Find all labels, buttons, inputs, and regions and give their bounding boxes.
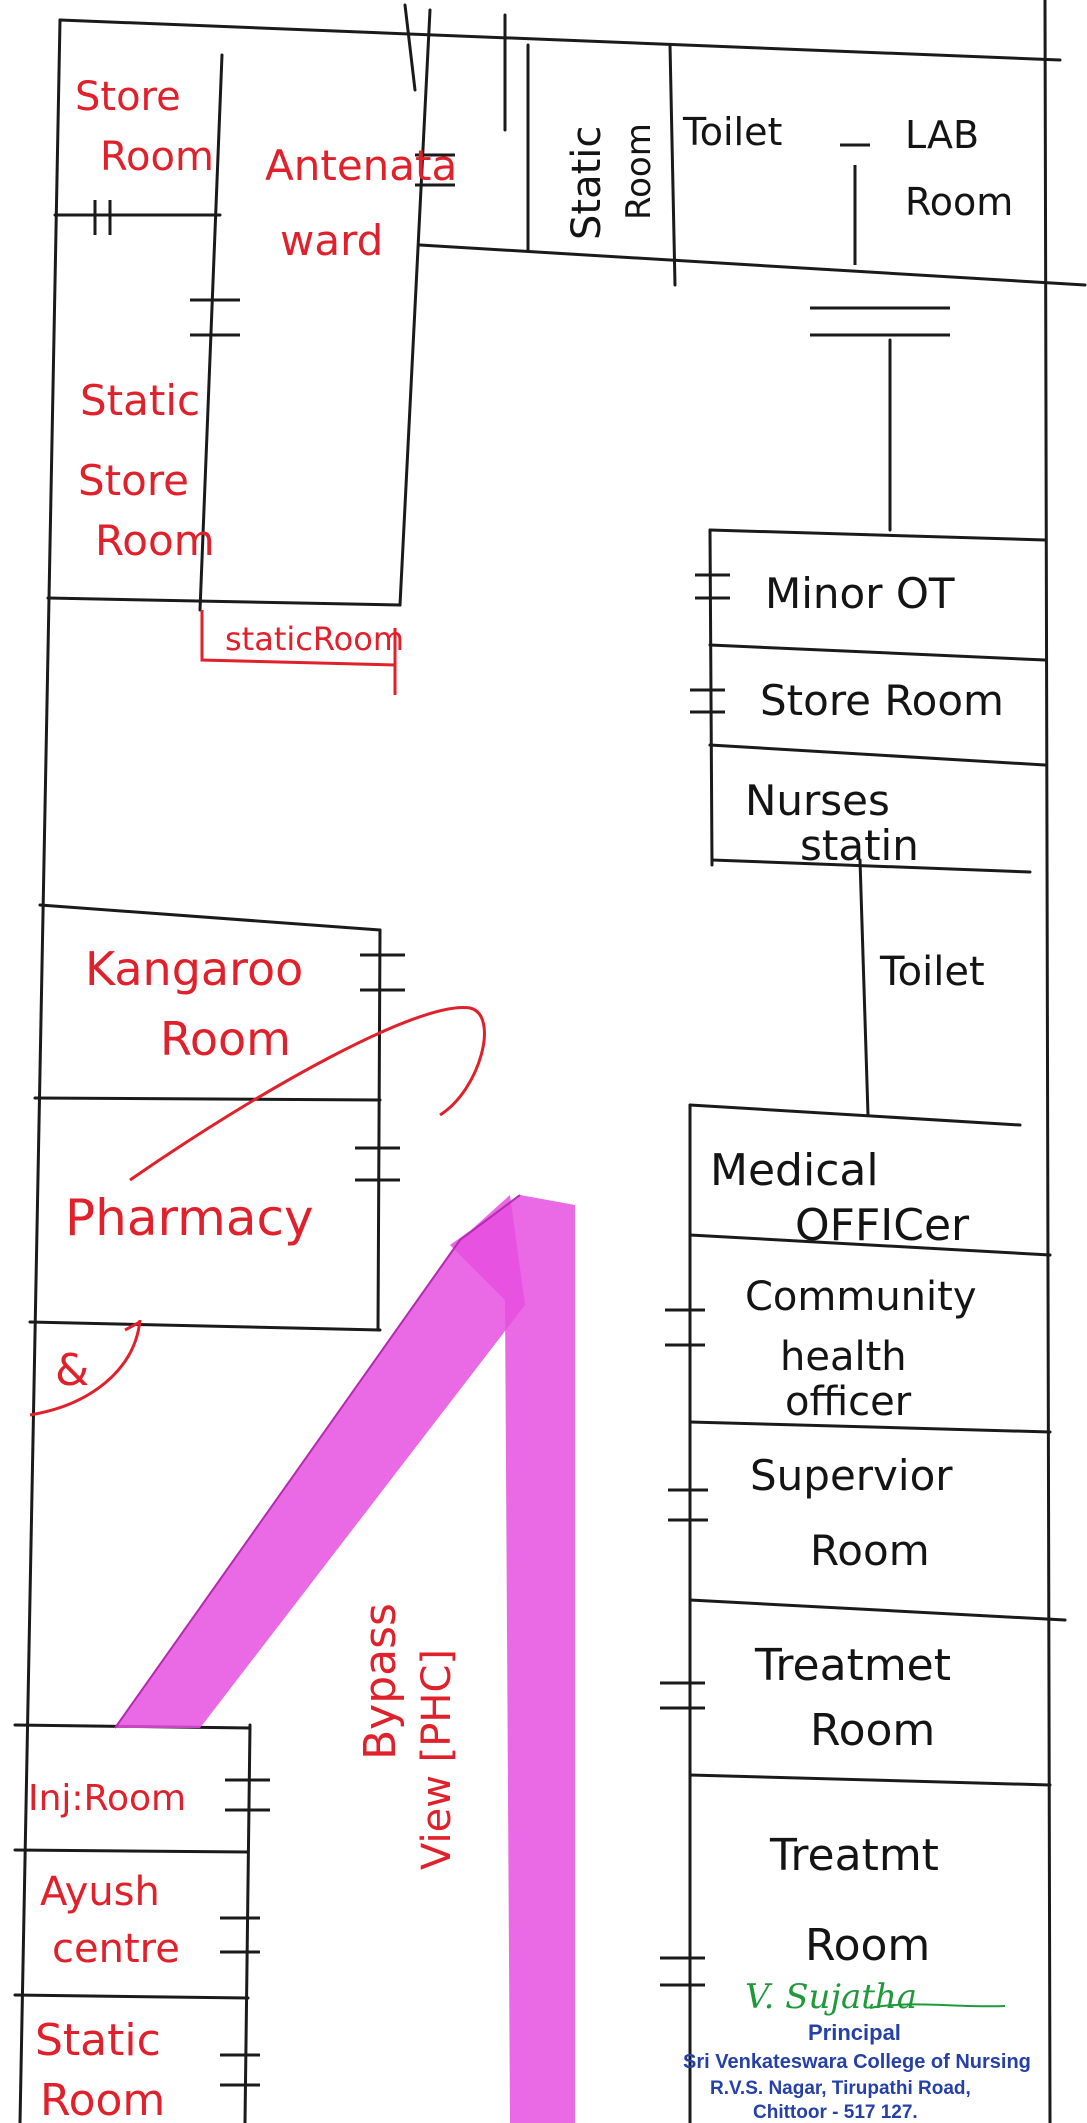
- left-middle-doors: [355, 953, 405, 1182]
- stamp-title: Principal: [808, 2020, 901, 2045]
- label-medical-officer: Medical OFFICer: [710, 1145, 970, 1251]
- label-static-room-bottom: Static Room: [35, 2015, 175, 2123]
- outer-walls: [18, 0, 1062, 2123]
- label-supervisor-room: Supervior Room: [750, 1451, 966, 1575]
- label-treatment-room-1: Treatmet Room: [754, 1640, 965, 1756]
- label-store-room-right: Store Room: [760, 676, 1004, 725]
- label-pharmacy: Pharmacy: [65, 1189, 314, 1247]
- label-road-view-phc: View [PHC]: [414, 1649, 460, 1870]
- label-kangaroo-room: Kangaroo Room: [85, 942, 318, 1066]
- label-store-room-top: Store Room: [75, 74, 214, 180]
- label-nurses-station: Nurses statin: [745, 776, 919, 870]
- right-column-doors: [660, 573, 730, 1987]
- label-toilet-top: Toilet: [682, 110, 782, 154]
- label-toilet-right: Toilet: [879, 949, 985, 995]
- label-road-bypass: Bypass: [355, 1603, 406, 1760]
- top-left-block-walls: [46, 3, 1087, 612]
- label-static-store-room: Static Store Room: [78, 376, 215, 565]
- stamp-institution: Sri Venkateswara College of Nursing: [683, 2051, 1031, 2073]
- static-room-small-outline: [200, 610, 397, 695]
- label-community-health-officer: Community health officer: [745, 1274, 989, 1425]
- label-static-room-small: staticRoom: [225, 620, 404, 658]
- label-ayush-centre: Ayush centre: [40, 1869, 180, 1972]
- room-labels: Store Room Antenata ward Static Room Toi…: [28, 74, 1013, 2123]
- stamp-address: R.V.S. Nagar, Tirupathi Road,: [710, 2078, 971, 2099]
- label-misc-mark: &: [55, 1345, 89, 1396]
- top-left-doors: [93, 143, 870, 337]
- red-sweep-curve: [29, 1006, 486, 1417]
- stamp-city: Chittoor - 517 127.: [753, 2102, 918, 2123]
- bottom-left-doors: [220, 1778, 270, 2087]
- stamp-text: V. Sujatha Principal Sri Venkateswara Co…: [683, 1977, 1031, 2123]
- label-static-room-top: Static: [564, 126, 610, 240]
- stamp-signature: V. Sujatha: [745, 1977, 917, 2017]
- principal-stamp: [869, 2003, 1006, 2009]
- label-lab-room: LAB Room: [905, 113, 1013, 224]
- label-antenatal-ward: Antenata ward: [265, 141, 471, 265]
- label-minor-ot: Minor OT: [765, 569, 955, 618]
- bypass-road: [114, 1194, 575, 2123]
- label-inj-room: Inj:Room: [28, 1778, 186, 1819]
- label-treatment-room-2: Treatmt Room: [769, 1830, 953, 1971]
- label-static-room-top-2: Room: [619, 123, 659, 220]
- left-middle-walls: [28, 903, 382, 1332]
- right-column-walls: [688, 528, 1067, 2123]
- corridor-lines-top-right: [810, 306, 950, 532]
